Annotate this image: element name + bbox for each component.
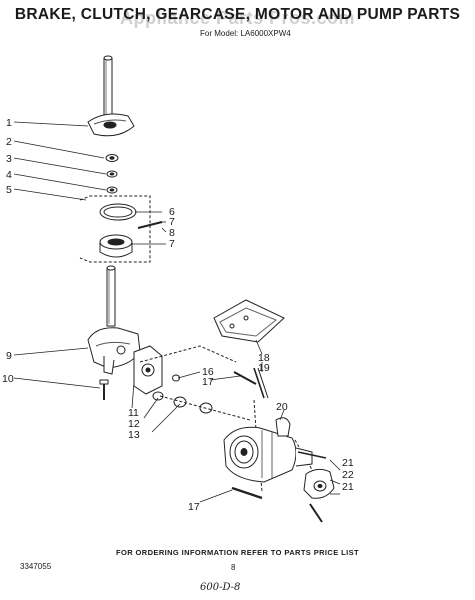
- document-number: 3347055: [20, 562, 52, 571]
- callout-label: 10: [2, 373, 14, 385]
- callout-label: 21: [342, 457, 354, 469]
- spring-part-19: [253, 367, 265, 399]
- callout-label: 3: [6, 153, 12, 165]
- callout-label: 21: [342, 481, 354, 493]
- gasket-part: [213, 299, 285, 343]
- gearcase-part: [87, 327, 141, 375]
- pin-part-8: [137, 221, 163, 229]
- ordering-note: FOR ORDERING INFORMATION REFER TO PARTS …: [116, 548, 359, 557]
- clip-part-21: [309, 503, 323, 523]
- rod-part-17-lower: [231, 486, 263, 500]
- drive-shaft: [106, 265, 116, 327]
- callout-label: 12: [128, 418, 140, 430]
- callout-label: 1: [6, 117, 12, 129]
- brake-drum-part: [99, 234, 133, 258]
- handwritten-note: 600-D-8: [200, 582, 241, 593]
- brake-band-part: [99, 203, 137, 221]
- callout-label: 16: [202, 366, 214, 378]
- page-title: BRAKE, CLUTCH, GEARCASE, MOTOR AND PUMP …: [14, 6, 461, 23]
- callout-label: 9: [6, 350, 12, 362]
- watermark: Appliance Parts Pros.com: [119, 8, 356, 28]
- model-subtitle: For Model: LA6000XPW4: [200, 29, 291, 38]
- callout-label: 7: [169, 238, 175, 250]
- callout-label: 19: [258, 362, 270, 374]
- pump-part: [297, 451, 335, 499]
- top-shaft: [103, 55, 113, 119]
- callout-label: 8: [169, 227, 175, 239]
- callout-label: 20: [276, 401, 288, 413]
- coupling-part-13: [173, 396, 187, 408]
- page-number: 8: [231, 563, 236, 572]
- callout-label: 11: [128, 407, 139, 419]
- brake-rotor-part: [87, 113, 135, 137]
- callout-label: 4: [6, 169, 12, 181]
- coupling-part-12: [152, 391, 164, 401]
- callout-label: 17: [202, 376, 214, 388]
- callout-label: 22: [342, 469, 354, 481]
- callout-label: 2: [6, 136, 12, 148]
- callout-label: 13: [128, 429, 140, 441]
- pump-plate-part: [133, 345, 163, 395]
- rod-part-17: [233, 371, 257, 385]
- callout-label: 18: [258, 352, 270, 364]
- callout-label: 7: [169, 216, 175, 228]
- callout-label: 17: [188, 501, 200, 513]
- bolt-part-10: [99, 379, 109, 400]
- callout-label: 6: [169, 206, 175, 218]
- motor-part: [223, 417, 313, 483]
- callout-label: 5: [6, 184, 12, 196]
